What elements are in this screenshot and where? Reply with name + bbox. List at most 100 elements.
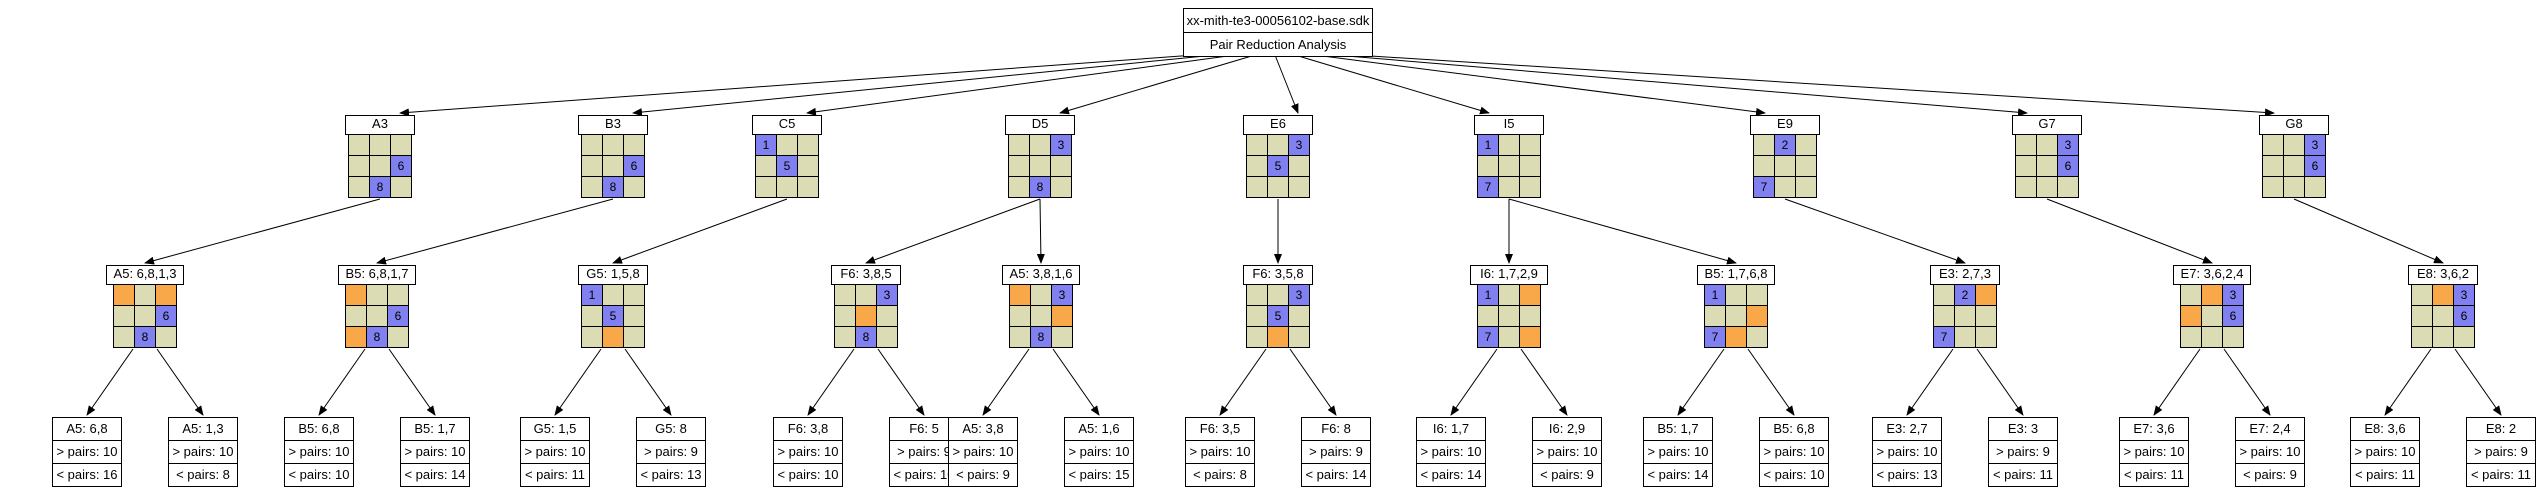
leaf-label: B5: 6,8 [298,421,340,436]
grid-cell [1520,177,1540,197]
leaf-greater-pairs: > pairs: 10 [1873,440,1941,463]
edge [2223,348,2271,416]
grid-cell [798,177,818,197]
grid-cell: 5 [1268,156,1288,176]
grid-cell: 2 [1955,285,1975,305]
leaf-less-pairs: < pairs: 10 [890,463,958,486]
grid-cell [367,306,387,326]
grid-cell: 6 [2058,156,2078,176]
leaf-node: A5: 1,6> pairs: 10< pairs: 15 [1064,417,1134,487]
level1-node-a3-label: A3 [345,115,415,135]
edge [2293,198,2444,264]
grid-cell [346,327,366,347]
leaf-greater-pairs: > pairs: 9 [637,440,705,463]
leaf-node: F6: 5> pairs: 9< pairs: 10 [889,417,959,487]
leaf-greater-pairs: > pairs: 10 [2236,440,2304,463]
grid-cell [346,306,366,326]
edge [1036,198,1045,264]
grid-cell: 6 [388,306,408,326]
grid-cell: 8 [367,327,387,347]
grid-cell [156,327,176,347]
grid-cell: 7 [1754,177,1774,197]
leaf-greater-pairs: > pairs: 10 [1065,440,1133,463]
grid-cell: 6 [2454,306,2474,326]
grid-cell [624,177,644,197]
grid-cell [135,285,155,305]
grid-cell [1009,156,1029,176]
level1-node-e6-label: E6 [1243,115,1313,135]
leaf-greater-pairs: > pairs: 10 [1417,440,1485,463]
grid-cell [2284,135,2304,155]
grid-cell: 1 [1478,285,1498,305]
leaf-node: E8: 2> pairs: 9< pairs: 11 [2466,417,2536,487]
grid-cell [835,285,855,305]
leaf-label: E8: 3,6 [2364,421,2406,436]
leaf-label: E8: 2 [2485,421,2517,436]
grid-cell: 3 [877,285,897,305]
level2-node-label: B5: 1,7,6,8 [1697,265,1775,285]
grid-cell [1247,135,1267,155]
grid-cell: 6 [156,306,176,326]
grid-cell [1010,306,1030,326]
edge [1747,348,1795,416]
level1-node-b3-label: B3 [578,115,648,135]
grid-cell: 1 [1478,135,1498,155]
grid-cell [1747,306,1767,326]
grid-cell: 1 [1705,285,1725,305]
leaf-less-pairs: < pairs: 9 [1533,463,1601,486]
leaf-node: B5: 1,7> pairs: 10< pairs: 14 [400,417,470,487]
edge [1450,348,1498,416]
grid-cell [2016,156,2036,176]
grid-cell [1052,306,1072,326]
grid-cell [135,306,155,326]
grid-cell [1009,135,1029,155]
grid-cell [391,177,411,197]
grid-cell [2284,156,2304,176]
grid-cell [388,327,408,347]
grid-cell [1747,327,1767,347]
leaf-label: G5: 8 [655,421,687,436]
edge [1294,54,1490,115]
edge [86,348,134,416]
grid-cell [1796,156,1816,176]
edge [1677,348,1725,416]
level2-node-label: I6: 1,7,2,9 [1470,265,1548,285]
grid-cell [114,285,134,305]
grid-cell [1247,285,1267,305]
grid-cell [1247,156,1267,176]
edge [2153,348,2201,416]
grid-cell [2412,285,2432,305]
leaf-label: F6: 5 [909,421,939,436]
leaf-less-pairs: < pairs: 13 [1873,463,1941,486]
leaf-less-pairs: < pairs: 14 [401,463,469,486]
grid-cell [603,156,623,176]
level1-node-d5-label: D5 [1005,115,1075,135]
grid-cell [2181,285,2201,305]
leaf-greater-pairs: > pairs: 10 [1533,440,1601,463]
leaf-less-pairs: < pairs: 8 [169,463,237,486]
grid-cell [1031,306,1051,326]
grid-cell [1289,156,1309,176]
grid-cell [2202,306,2222,326]
grid-cell [1478,156,1498,176]
edge [376,198,614,265]
leaf-greater-pairs: > pairs: 10 [285,440,353,463]
grid-cell [603,285,623,305]
grid-cell [2454,327,2474,347]
level2-node-label: E8: 3,6,2 [2408,265,2478,285]
edge [554,348,602,416]
edge [1219,348,1267,416]
edge [156,348,204,416]
grid-cell [1031,285,1051,305]
